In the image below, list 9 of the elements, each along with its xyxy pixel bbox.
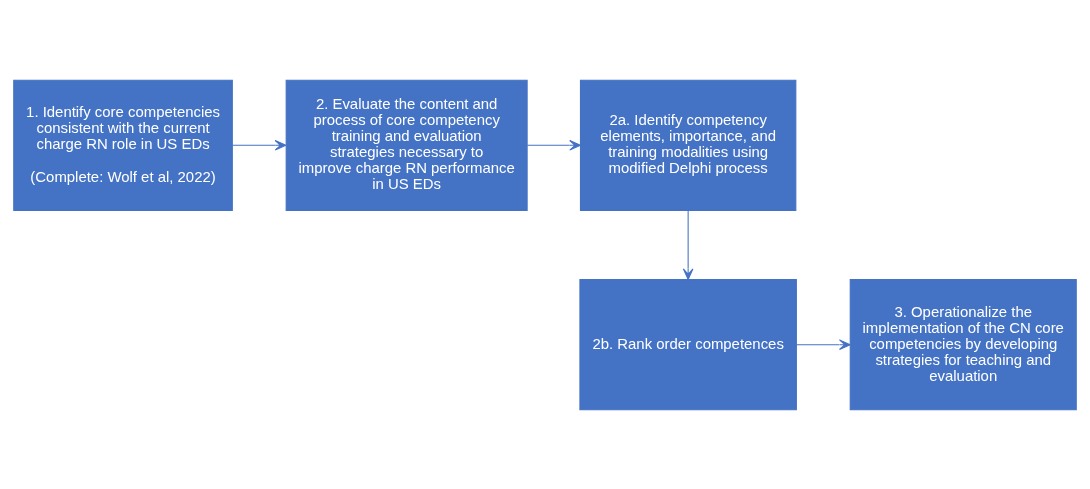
- node-box: 1. Identify core competencies consistent with the current charge RN role in US EDs (Complete: Wolf et al, 2022): [13, 79, 233, 211]
- arrow: [682, 209, 694, 280]
- arrow: [795, 338, 851, 350]
- node-box: 3. Operationalize the implementation of the CN core competencies by developing strategies for teaching and evaluation: [849, 278, 1077, 410]
- node-box: 2a. Identify competency elements, importance, and training modalities using modified Delphi process: [579, 79, 797, 211]
- arrow: [526, 139, 581, 151]
- arrow: [231, 139, 287, 151]
- node-box: 2b. Rank order competences: [579, 278, 797, 410]
- node-box: 2. Evaluate the content and process of core competency training and evaluation strategies necessary to improve charge RN performance in US EDs: [285, 79, 528, 211]
